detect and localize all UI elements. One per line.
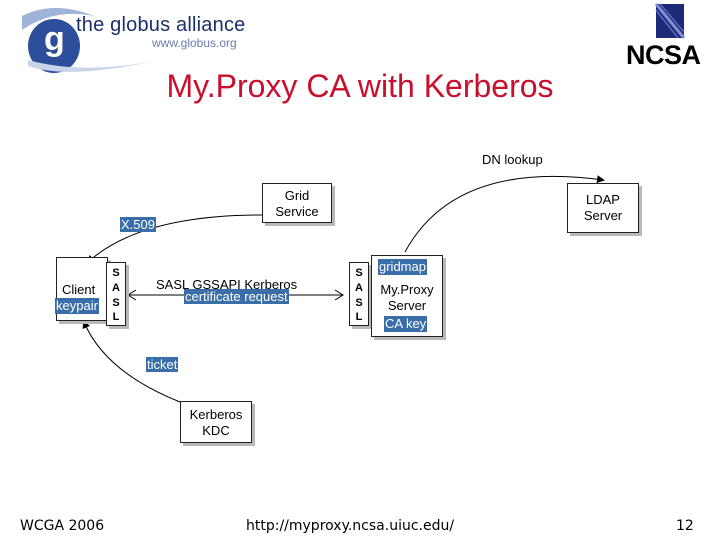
- myproxy-line2: Server: [387, 298, 427, 313]
- sasl-right-a: A: [355, 282, 363, 294]
- footer-url: http://myproxy.ncsa.uiuc.edu/: [246, 518, 455, 534]
- globus-letter: g: [44, 20, 65, 58]
- footer-left: WCGA 2006: [20, 518, 105, 534]
- ldap-server-line2: Server: [583, 208, 623, 223]
- grid-service-box: Grid Service: [262, 183, 332, 223]
- grid-service-line2: Service: [275, 204, 319, 219]
- sasl-right-box: S A S L: [349, 262, 369, 326]
- myproxy-server-box: gridmap My.Proxy Server CA key: [371, 255, 443, 337]
- sasl-left-box: S A S L: [106, 262, 126, 326]
- grid-service-line1: Grid: [284, 188, 310, 203]
- mid-text-line1: SASL GSSAPI Kerberos: [156, 277, 298, 292]
- globus-url: www.globus.org: [152, 36, 237, 50]
- x509-label: X.509: [120, 217, 156, 232]
- ticket-arrow: [82, 320, 181, 403]
- myproxy-ca-key: CA key: [384, 316, 428, 332]
- ldap-server-line1: LDAP: [586, 192, 620, 207]
- globus-swoosh-icon: [22, 8, 184, 73]
- ldap-server-box: LDAP Server: [567, 183, 639, 233]
- ncsa-emblem-icon: [654, 3, 686, 39]
- ticket-label: ticket: [146, 357, 179, 372]
- kdc-line2: KDC: [202, 423, 230, 438]
- sasl-left-a: A: [112, 282, 120, 294]
- ncsa-logo: [622, 2, 718, 72]
- dn-lookup-label: DN lookup: [482, 152, 543, 167]
- kerberos-kdc-box: Kerberos KDC: [180, 401, 252, 443]
- ncsa-wordmark: NCSA: [626, 40, 701, 70]
- globus-name: the globus alliance: [76, 14, 246, 36]
- myproxy-gridmap: gridmap: [378, 259, 427, 275]
- sasl-right-s2: S: [355, 297, 363, 309]
- myproxy-line1: My.Proxy: [380, 282, 434, 297]
- sasl-left-s1: S: [112, 267, 120, 279]
- mid-text-line2: certificate request: [184, 289, 289, 304]
- client-label: Client: [62, 282, 96, 297]
- kdc-line1: Kerberos: [189, 407, 243, 422]
- x509-arrow: [86, 214, 263, 264]
- client-keypair: keypair: [55, 298, 99, 314]
- slide-title: My.Proxy CA with Kerberos: [166, 68, 554, 104]
- globus-logo: g: [14, 6, 254, 80]
- sasl-left-l: L: [112, 311, 120, 323]
- page-number: 12: [676, 518, 694, 534]
- sasl-left-s2: S: [112, 297, 120, 309]
- client-box: Client keypair: [55, 257, 108, 321]
- sasl-right-s1: S: [355, 267, 363, 279]
- sasl-right-l: L: [355, 311, 363, 323]
- dn-lookup-arrow: [404, 175, 605, 253]
